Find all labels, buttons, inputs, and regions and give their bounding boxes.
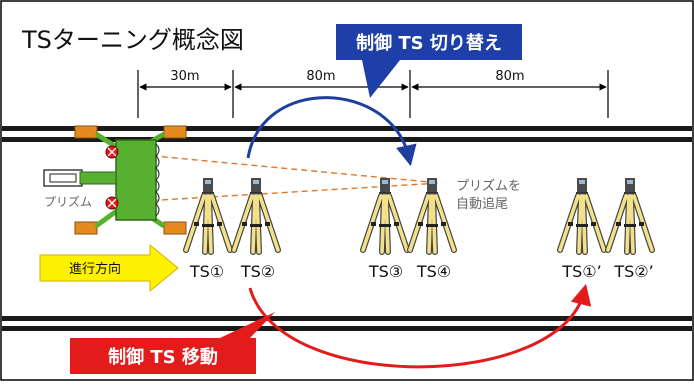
move-callout: 制御 TS 移動 bbox=[70, 312, 275, 374]
bottom-rail bbox=[2, 316, 692, 331]
ts4-label: TS④ bbox=[416, 262, 451, 281]
diagram-title: TSターニング概念図 bbox=[21, 26, 244, 54]
ts2-new-label: TS②’ bbox=[613, 262, 653, 281]
auto-track-label-line2: 自動追尾 bbox=[456, 196, 508, 212]
machine bbox=[43, 125, 187, 235]
auto-track-label-line1: プリズムを bbox=[456, 178, 521, 194]
direction-arrow: 進行方向 bbox=[39, 243, 179, 293]
dimension-label-2: 80m bbox=[306, 69, 335, 84]
direction-label: 進行方向 bbox=[69, 261, 121, 277]
prism-top bbox=[105, 145, 119, 159]
dimension-label-1: 30m bbox=[170, 69, 199, 84]
switch-callout-text: 制御 TS 切り替え bbox=[356, 32, 502, 54]
ts1-label: TS① bbox=[189, 262, 224, 281]
ts1-new-label: TS①’ bbox=[561, 262, 601, 281]
dimension-label-3: 80m bbox=[495, 69, 524, 84]
ts3-label: TS③ bbox=[368, 262, 403, 281]
switch-callout: 制御 TS 切り替え bbox=[336, 24, 522, 98]
dimension-lines bbox=[137, 70, 609, 118]
ts2-label: TS② bbox=[240, 262, 275, 281]
switch-arrow bbox=[246, 96, 417, 167]
prism-label: プリズム bbox=[44, 194, 92, 209]
prism-bottom bbox=[105, 196, 119, 210]
move-arrow bbox=[248, 283, 592, 369]
move-callout-text: 制御 TS 移動 bbox=[108, 346, 218, 368]
top-rail bbox=[2, 126, 692, 142]
